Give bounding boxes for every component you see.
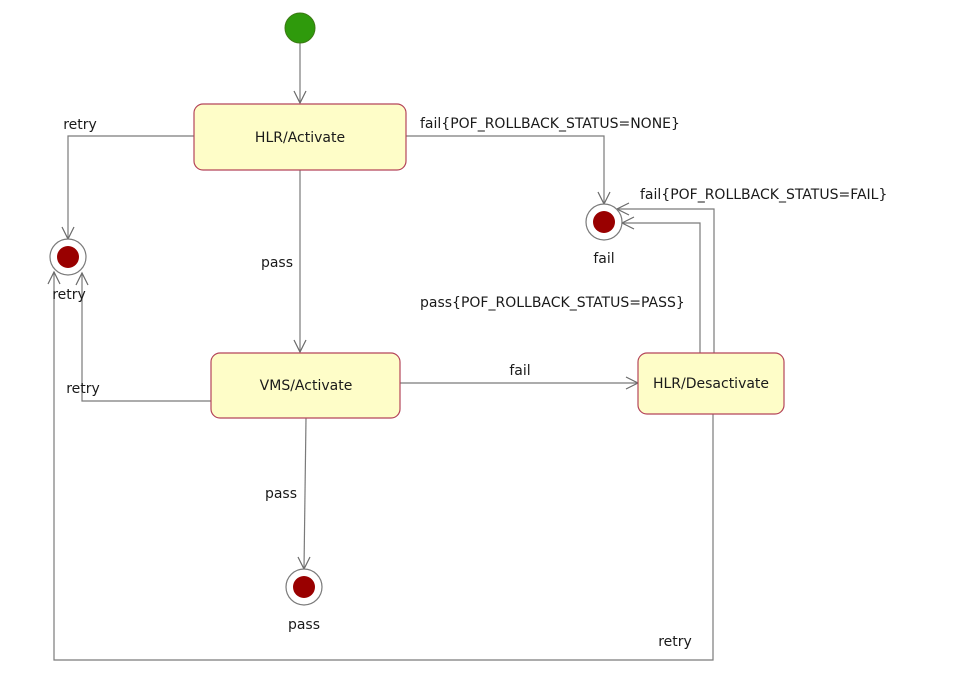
state-hlr-activate[interactable]: HLR/Activate [193, 103, 407, 171]
edge-vms-activate-to-retry [75, 271, 211, 402]
state-hlr-desactivate-label: HLR/Desactivate [653, 376, 769, 392]
transition-label-hlr-retry: retry [63, 117, 97, 133]
edge-initial-to-hlr-activate [293, 43, 307, 105]
transition-label-desactivate-pass-status: pass{POF_ROLLBACK_STATUS=PASS} [420, 295, 685, 311]
edge-hlr-desactivate-to-retry [47, 270, 714, 661]
edge-hlr-activate-to-vms-activate [293, 170, 307, 354]
transition-label-desactivate-fail-status: fail{POF_ROLLBACK_STATUS=FAIL} [640, 187, 887, 203]
final-state-pass [285, 568, 323, 606]
edge-hlr-activate-to-retry [61, 135, 194, 241]
state-vms-activate-label: VMS/Activate [260, 378, 353, 394]
final-state-pass-label: pass [288, 617, 320, 633]
final-state-retry-label: retry [52, 287, 86, 303]
final-state-fail-core [593, 211, 615, 233]
initial-state [284, 12, 316, 44]
edge-hlr-desactivate-to-fail-status-pass [620, 216, 701, 353]
transition-label-desactivate-retry: retry [658, 634, 692, 650]
final-state-retry [49, 238, 87, 276]
state-hlr-activate-label: HLR/Activate [255, 130, 345, 146]
transition-label-vms-fail: fail [509, 363, 530, 379]
final-state-retry-core [57, 246, 79, 268]
transition-label-vms-retry: retry [66, 381, 100, 397]
final-state-fail [585, 203, 623, 241]
transition-label-hlr-fail-none: fail{POF_ROLLBACK_STATUS=NONE} [420, 116, 680, 132]
state-vms-activate[interactable]: VMS/Activate [210, 352, 401, 419]
transition-label-vms-pass: pass [265, 486, 297, 502]
transition-label-hlr-pass: pass [261, 255, 293, 271]
edge-vms-activate-to-pass [297, 417, 311, 571]
edge-hlr-activate-to-fail [406, 135, 611, 206]
state-hlr-desactivate[interactable]: HLR/Desactivate [637, 352, 785, 415]
final-state-pass-core [293, 576, 315, 598]
final-state-fail-label: fail [593, 251, 614, 267]
